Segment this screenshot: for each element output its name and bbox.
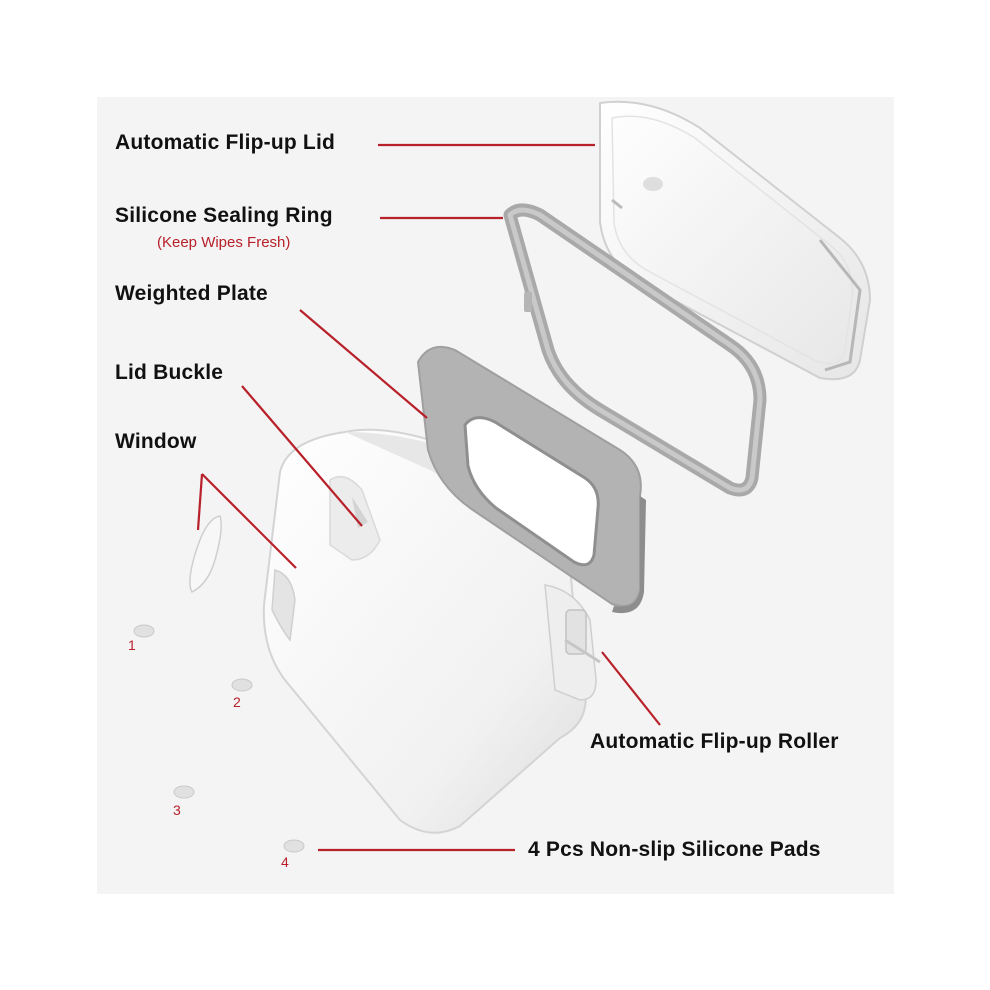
leader-plate	[299, 309, 428, 419]
window-part	[189, 515, 222, 593]
pad-2	[231, 678, 253, 692]
label-keep-wipes-fresh: (Keep Wipes Fresh)	[157, 234, 291, 251]
label-window: Window	[115, 430, 197, 453]
pad-number-1: 1	[128, 637, 136, 653]
label-automatic-flip-up-lid: Automatic Flip-up Lid	[115, 131, 336, 154]
label-automatic-flip-up-roller: Automatic Flip-up Roller	[590, 730, 839, 753]
leader-window-a	[196, 473, 204, 531]
pad-1	[133, 624, 155, 638]
pad-number-3: 3	[173, 802, 181, 818]
pad-3	[173, 785, 195, 799]
leader-window-b	[201, 473, 297, 569]
silicone-sealing-ring	[503, 203, 767, 497]
leader-buckle	[241, 385, 363, 527]
leader-roller	[601, 651, 661, 726]
pad-number-4: 4	[281, 854, 289, 870]
pad-number-2: 2	[233, 694, 241, 710]
label-silicone-sealing-ring: Silicone Sealing Ring	[115, 204, 333, 227]
pad-4	[283, 839, 305, 853]
label-non-slip-silicone-pads: 4 Pcs Non-slip Silicone Pads	[528, 838, 821, 861]
label-weighted-plate: Weighted Plate	[115, 282, 268, 305]
flip-up-lid	[599, 100, 872, 381]
weighted-plate	[416, 346, 646, 614]
label-lid-buckle: Lid Buckle	[115, 361, 224, 384]
